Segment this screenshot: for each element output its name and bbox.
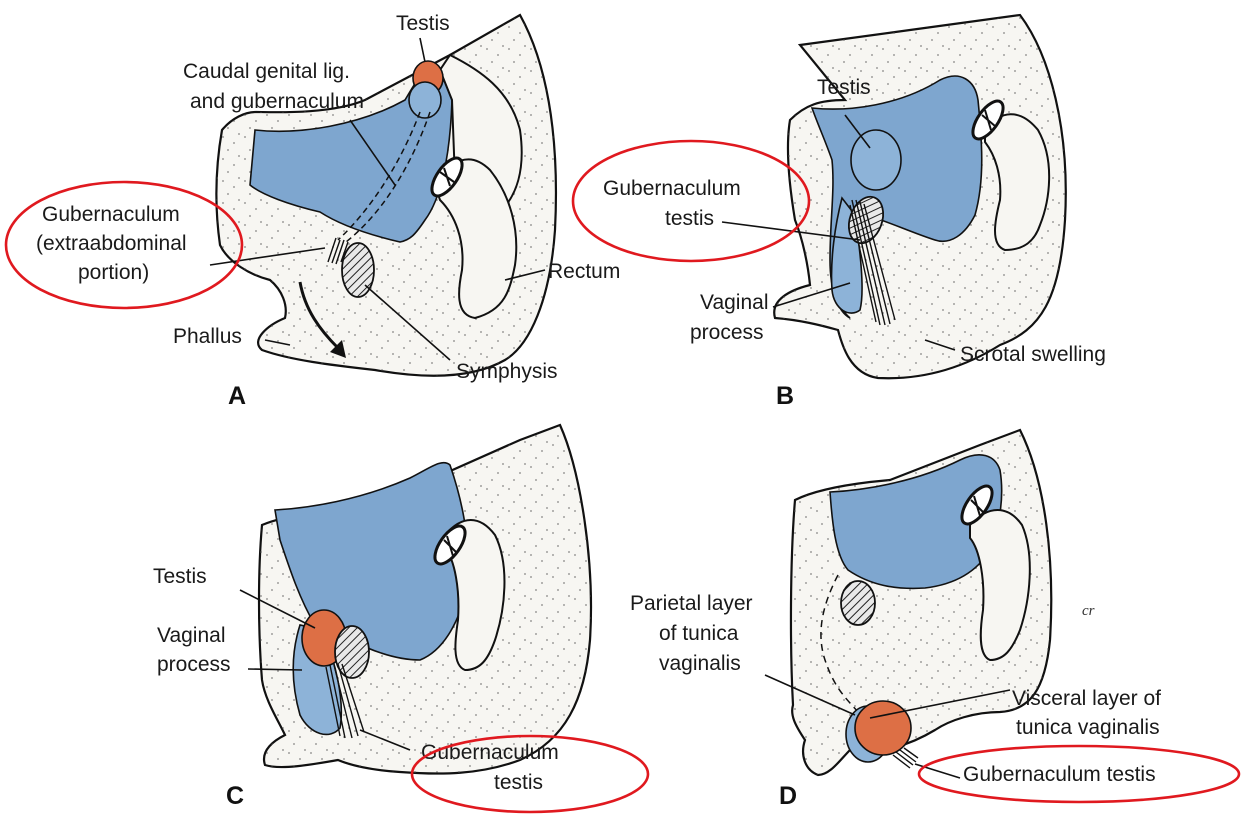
panel-a: Testis Caudal genital lig. and gubernacu… — [6, 12, 620, 410]
panel-b-testis-label: Testis — [817, 76, 871, 99]
panel-d-parietal-label-2: of tunica — [659, 622, 739, 645]
panel-a-rectum-label: Rectum — [548, 260, 620, 283]
panel-d: Parietal layer of tunica vaginalis Visce… — [630, 430, 1239, 810]
panel-b-scrotal-label: Scrotal swelling — [960, 343, 1106, 366]
panel-d-testis-shape — [855, 701, 911, 755]
panel-d-artist-signature: cr — [1082, 603, 1095, 619]
panel-b-letter: B — [776, 382, 794, 410]
panel-d-parietal-label-3: vaginalis — [659, 652, 741, 675]
panel-c-vaginal-label-1: Vaginal — [157, 624, 226, 647]
panel-a-caudal-label-1: Caudal genital lig. — [183, 60, 350, 83]
panel-a-symphysis-label: Symphysis — [456, 360, 558, 383]
panel-d-symphysis — [841, 581, 875, 625]
panel-a-gub-label-1: Gubernaculum — [42, 203, 180, 226]
panel-b-gub-label-2: testis — [665, 207, 714, 230]
panel-b-highlight-ring — [573, 141, 809, 261]
panel-c: Testis Vaginal process Gubernaculum test… — [153, 425, 648, 812]
panel-c-gub-label-1: Gubernaculum — [421, 741, 559, 764]
panel-d-parietal-label-1: Parietal layer — [630, 592, 753, 615]
panel-a-testis-label: Testis — [396, 12, 450, 35]
panel-a-letter: A — [228, 382, 246, 410]
panel-a-caudal-label-2: and gubernaculum — [190, 90, 364, 113]
panel-a-gub-label-3: portion) — [78, 261, 149, 284]
panel-b-gub-label-1: Gubernaculum — [603, 177, 741, 200]
panel-d-visceral-label-2: tunica vaginalis — [1016, 716, 1160, 739]
panel-c-testis-label: Testis — [153, 565, 207, 588]
panel-b-vaginal-label-1: Vaginal — [700, 291, 769, 314]
panel-d-visceral-label-1: Visceral layer of — [1012, 687, 1161, 710]
panel-b: Testis Gubernaculum testis Vaginal proce… — [573, 15, 1106, 410]
panel-c-vaginal-label-2: process — [157, 653, 231, 676]
panel-c-gub-label-2: testis — [494, 771, 543, 794]
panel-d-gub-label: Gubernaculum testis — [963, 763, 1156, 786]
panel-d-letter: D — [779, 782, 797, 810]
panel-b-vaginal-label-2: process — [690, 321, 764, 344]
panel-b-testis-shape — [851, 130, 901, 190]
panel-a-gub-label-2: (extraabdominal — [36, 232, 187, 255]
panel-a-phallus-label: Phallus — [173, 325, 242, 348]
panel-c-letter: C — [226, 782, 244, 810]
